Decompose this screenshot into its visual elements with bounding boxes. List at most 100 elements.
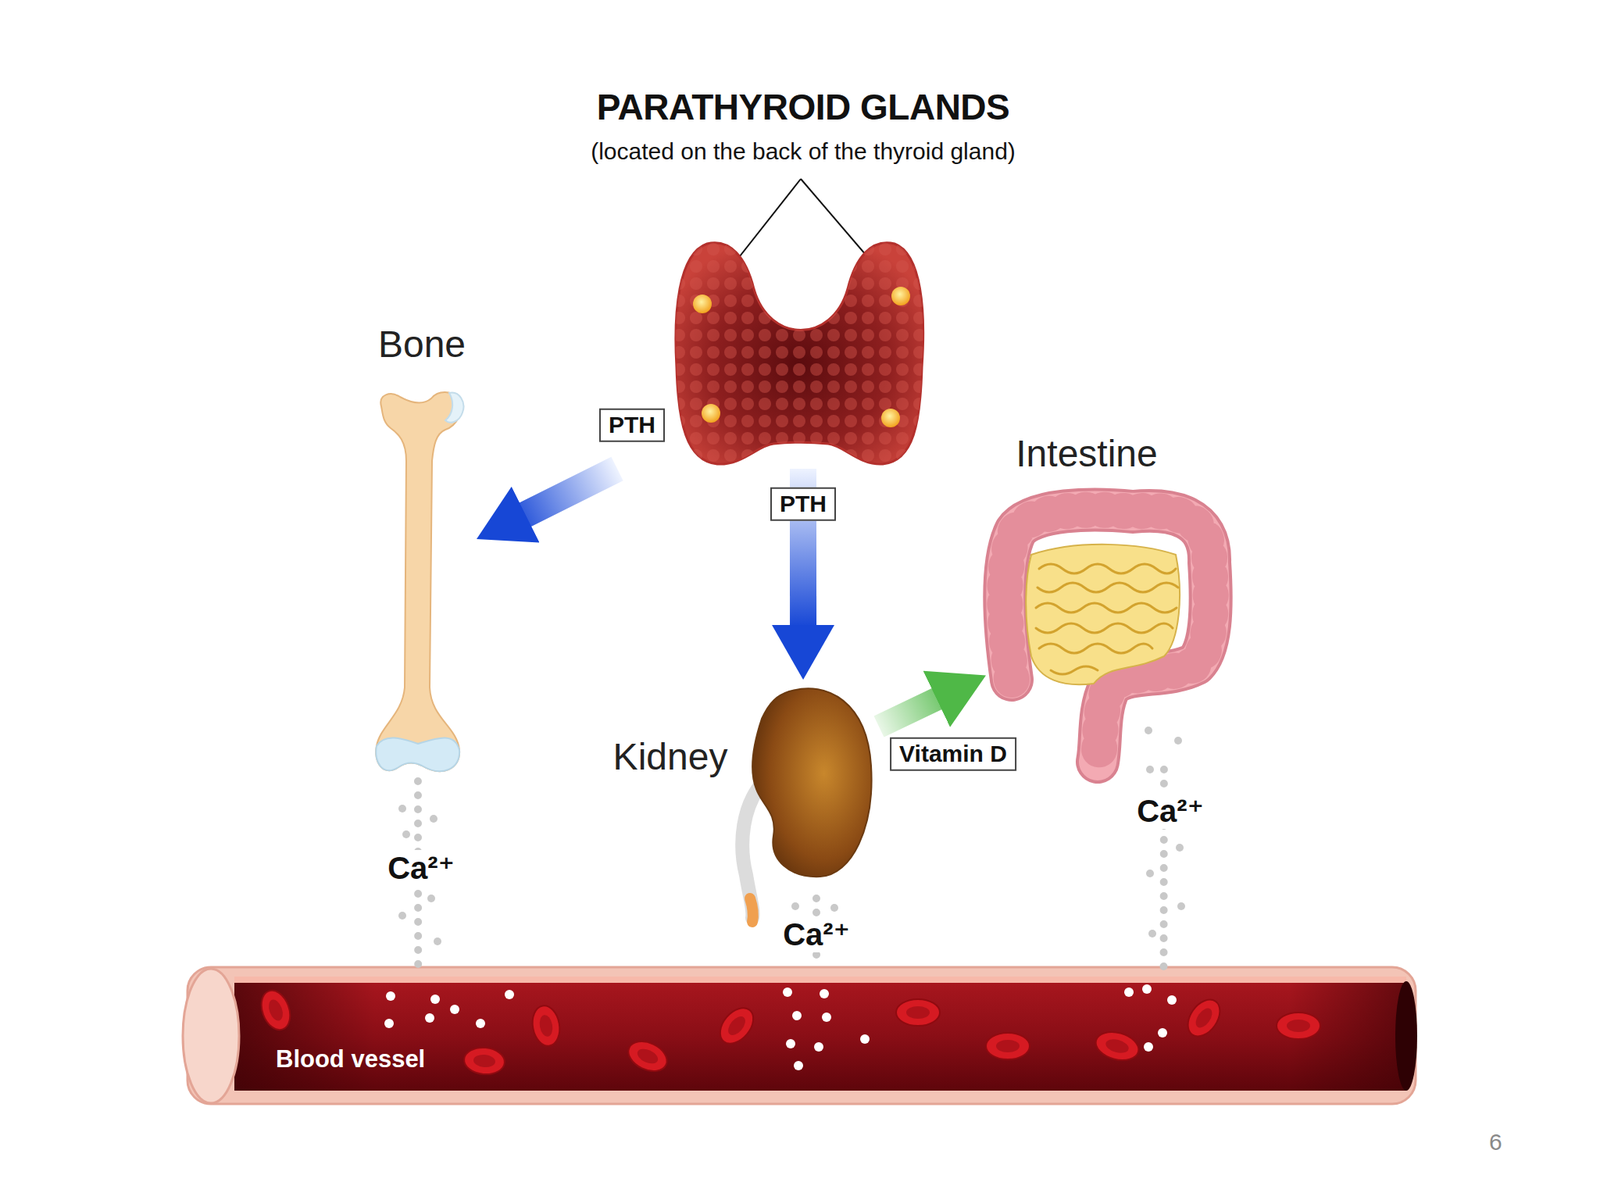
bone-cartilage xyxy=(445,392,464,423)
vessel-lumen xyxy=(234,981,1407,1091)
thyroid-texture xyxy=(675,242,924,465)
blood-vessel-drawing xyxy=(182,967,1418,1104)
organ-name: Kidney xyxy=(609,735,732,779)
calcium-dot xyxy=(384,1018,394,1029)
cell-body xyxy=(713,1001,760,1050)
calcium-dot xyxy=(819,989,829,999)
calcium-dot xyxy=(385,991,396,1001)
calcium-dot xyxy=(1146,765,1154,774)
calcium-dot xyxy=(425,1013,435,1023)
calcium-dot xyxy=(1167,995,1177,1005)
calcium-dot xyxy=(429,814,438,823)
thyroid-gland xyxy=(675,242,924,465)
intestine-loop xyxy=(1035,623,1173,633)
blood-vessel: Blood vessel xyxy=(183,967,1418,1104)
calcium-dot xyxy=(791,902,800,911)
red-blood-cell xyxy=(896,999,940,1026)
cell-center xyxy=(906,1006,930,1019)
red-blood-cell xyxy=(1181,993,1227,1043)
vessel-name: Blood vessel xyxy=(275,1045,511,1074)
calcium-dot xyxy=(785,1039,796,1049)
intestine-illustration: Intestine xyxy=(985,433,1227,770)
hormone-arrow xyxy=(504,468,618,525)
bone-drawing xyxy=(375,392,464,772)
intestine-loop xyxy=(1039,564,1176,574)
red-blood-cell xyxy=(713,1001,760,1050)
small-intestine-loops xyxy=(1035,564,1179,675)
calcium-dot xyxy=(792,1010,802,1021)
intestine-loop xyxy=(1035,603,1177,613)
calcium-dot xyxy=(1142,984,1152,994)
intestine-loop xyxy=(1050,666,1098,675)
calcium-dot xyxy=(433,937,442,946)
red-blood-cell xyxy=(1276,1012,1321,1040)
gland-title: PARATHYROID GLANDS xyxy=(539,86,1068,129)
page-number: 6 xyxy=(1489,1128,1503,1156)
calcium-dot xyxy=(504,989,515,1000)
calcium-dot xyxy=(430,994,440,1004)
cell-center xyxy=(996,1039,1020,1053)
calcium-dot xyxy=(1177,902,1186,911)
calcium-dot xyxy=(1148,929,1157,938)
organ-name: Bone xyxy=(367,322,477,366)
cell-center xyxy=(538,1014,555,1038)
cell-center xyxy=(1103,1036,1130,1055)
cell-body xyxy=(623,1035,672,1078)
edge-label-box: PTH xyxy=(770,487,836,522)
red-blood-cells xyxy=(256,986,1321,1078)
edge-label-box: Vitamin D xyxy=(889,737,1017,772)
calcium-dot xyxy=(1175,843,1184,852)
vessel-wall xyxy=(187,967,1416,1104)
cell-body xyxy=(985,1032,1030,1060)
cell-body xyxy=(1092,1027,1143,1065)
cell-body xyxy=(1276,1012,1321,1040)
calcium-dot xyxy=(821,1012,832,1022)
ureter-tip xyxy=(750,898,754,922)
vessel-highlight xyxy=(234,976,1407,983)
vessel-end xyxy=(1395,981,1418,1091)
red-blood-cell xyxy=(1092,1027,1143,1065)
calcium-dot xyxy=(402,830,411,839)
intestine-loop xyxy=(1039,643,1153,654)
large-intestine-folds xyxy=(1004,510,1211,762)
cell-center xyxy=(725,1013,749,1039)
calcium-dot xyxy=(475,1018,486,1029)
vitamin-arrow xyxy=(878,689,958,727)
femur-shape xyxy=(375,392,461,772)
calcium-dot xyxy=(793,1060,804,1071)
parathyroid-gland xyxy=(881,408,900,428)
calcium-dot xyxy=(860,1034,870,1044)
large-intestine-outline xyxy=(1004,510,1211,762)
cell-body xyxy=(463,1046,507,1076)
organ-name: Intestine xyxy=(978,432,1196,475)
calcium-dot xyxy=(830,903,839,912)
cell-center xyxy=(635,1046,661,1067)
calcium-dot xyxy=(814,1042,824,1052)
large-intestine xyxy=(1004,510,1211,762)
parathyroid-gland xyxy=(692,294,712,314)
kidney-illustration: Kidney xyxy=(609,679,879,899)
calcium-dot xyxy=(398,804,407,813)
gland-subtitle: (located on the back of the thyroid glan… xyxy=(539,138,1068,166)
calcium-dot xyxy=(1124,987,1134,997)
calcium-dot xyxy=(782,987,793,997)
cell-body xyxy=(1181,993,1227,1043)
cell-body xyxy=(256,986,296,1034)
calcium-dot xyxy=(450,1004,460,1015)
cell-center xyxy=(472,1053,496,1068)
kidney-shape xyxy=(752,688,872,877)
parathyroid-gland xyxy=(891,286,911,306)
red-blood-cell xyxy=(529,1003,564,1048)
cell-body xyxy=(529,1003,564,1048)
red-blood-cell xyxy=(256,986,296,1034)
calcium-dot xyxy=(1143,1042,1154,1052)
vessel-cap xyxy=(182,968,240,1104)
calcium-dot xyxy=(1157,1028,1168,1038)
cell-center xyxy=(266,997,286,1023)
calcium-dot xyxy=(1146,869,1154,878)
calcium-dot xyxy=(398,911,407,920)
ion-label: Ca²⁺ xyxy=(384,850,458,886)
bone-cartilage xyxy=(375,737,460,772)
calcium-dot xyxy=(1144,726,1153,735)
red-blood-cell xyxy=(623,1035,672,1078)
